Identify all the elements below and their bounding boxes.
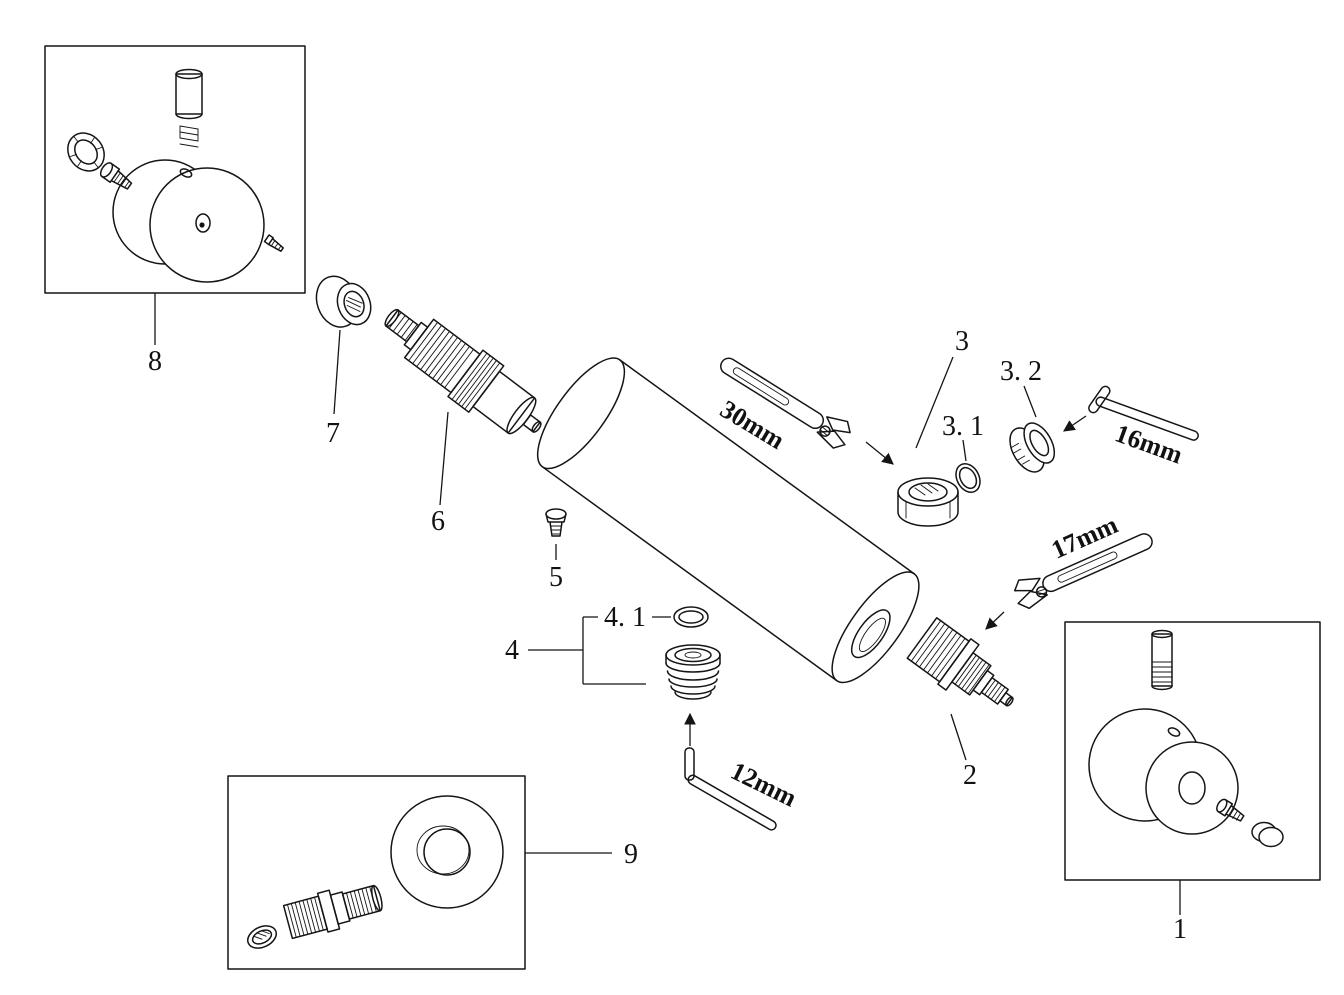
part-1-label: 1 bbox=[1173, 914, 1187, 945]
part-1-group: 1 bbox=[1064, 621, 1321, 945]
arrow-30mm bbox=[865, 441, 894, 465]
part-4-1-oring bbox=[673, 606, 709, 628]
part-4-1-label: 4. 1 bbox=[604, 602, 646, 633]
part-6-label: 6 bbox=[431, 506, 445, 537]
part-3-group: 3 3. 1 3. 2 bbox=[897, 326, 1056, 527]
part-6-leader bbox=[439, 411, 449, 506]
allen-key-12mm: 12mm bbox=[684, 712, 802, 831]
part-8-group: 8 bbox=[44, 45, 306, 377]
part-8-set-screw bbox=[263, 234, 284, 252]
part-3-1-label: 3. 1 bbox=[942, 411, 984, 442]
part-4-bracket bbox=[528, 616, 671, 685]
part-7-label: 7 bbox=[326, 418, 340, 449]
arrow-16mm bbox=[1063, 415, 1087, 432]
part-6-group: 6 bbox=[384, 308, 542, 537]
part-9-filter-ring bbox=[247, 925, 277, 949]
label-12mm: 12mm bbox=[726, 756, 801, 813]
part-9-escutcheon bbox=[390, 795, 504, 909]
part-4-label: 4 bbox=[505, 635, 519, 666]
part-3-leader bbox=[915, 356, 954, 449]
part-3-1-oring bbox=[955, 463, 981, 493]
part-8-label: 8 bbox=[148, 346, 162, 377]
part-8-knob bbox=[112, 159, 265, 283]
part-1-box bbox=[1064, 621, 1321, 881]
part-3-2-bushing bbox=[1009, 422, 1056, 473]
part-3-2-leader bbox=[1023, 385, 1037, 418]
valve-body-outlet-hole bbox=[850, 609, 891, 659]
label-17mm: 17mm bbox=[1047, 510, 1122, 565]
part-8-box bbox=[44, 45, 306, 294]
part-8-screw bbox=[99, 162, 133, 190]
part-8-stem-cylinder bbox=[175, 68, 203, 120]
wrench-30mm: 30mm bbox=[715, 357, 894, 465]
part-7-group: 7 bbox=[315, 275, 372, 449]
part-7-leader bbox=[333, 329, 341, 415]
part-3-2-label: 3. 2 bbox=[1000, 356, 1042, 387]
arrow-17mm bbox=[985, 611, 1005, 630]
part-5-group: 5 bbox=[545, 508, 567, 593]
part-9-nipple bbox=[282, 884, 383, 940]
part-1-knob bbox=[1088, 708, 1239, 835]
part-4-group: 4 4. 1 bbox=[505, 602, 721, 700]
part-1-stem bbox=[1151, 629, 1173, 691]
part-8-spring bbox=[179, 125, 199, 148]
part-3-label: 3 bbox=[955, 326, 969, 357]
part-2-leader bbox=[950, 713, 967, 761]
part-1-cap bbox=[1251, 821, 1284, 848]
valve-body bbox=[536, 357, 920, 684]
part-2-label: 2 bbox=[963, 760, 977, 791]
part-3-1-leader bbox=[962, 439, 967, 462]
wrench-17mm: 17mm bbox=[985, 510, 1153, 630]
part-5-label: 5 bbox=[549, 562, 563, 593]
part-1-screw bbox=[1216, 798, 1245, 822]
label-16mm: 16mm bbox=[1111, 419, 1186, 470]
allen-key-16mm: 16mm bbox=[1063, 385, 1199, 470]
part-2-group: 2 bbox=[906, 617, 1014, 791]
part-3-nut bbox=[897, 477, 959, 527]
label-30mm: 30mm bbox=[715, 394, 790, 455]
part-9-label: 9 bbox=[624, 839, 638, 870]
part-4-plug bbox=[665, 644, 721, 700]
part-9-group: 9 bbox=[227, 775, 638, 970]
part-8-lock-ring bbox=[67, 132, 105, 172]
part-9-box bbox=[227, 775, 526, 970]
